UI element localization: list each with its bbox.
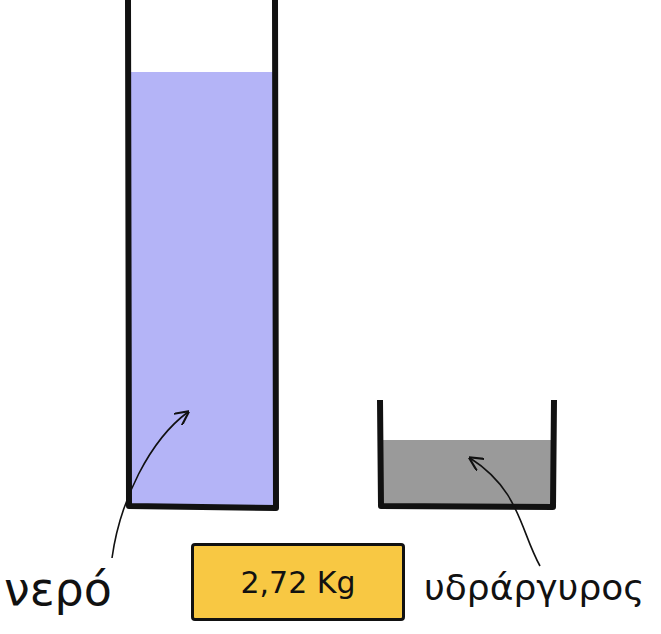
mercury-leader [470,458,540,566]
water-fill [130,72,274,506]
weight-box: 2,72 Kg [191,543,405,621]
water-container [128,0,276,508]
weight-value: 2,72 Kg [240,565,355,600]
mercury-fill [382,440,552,506]
mercury-label: υδράργυρος [424,570,644,606]
water-label: νερό [4,566,112,612]
mercury-container [380,400,554,507]
water-leader [112,412,188,558]
